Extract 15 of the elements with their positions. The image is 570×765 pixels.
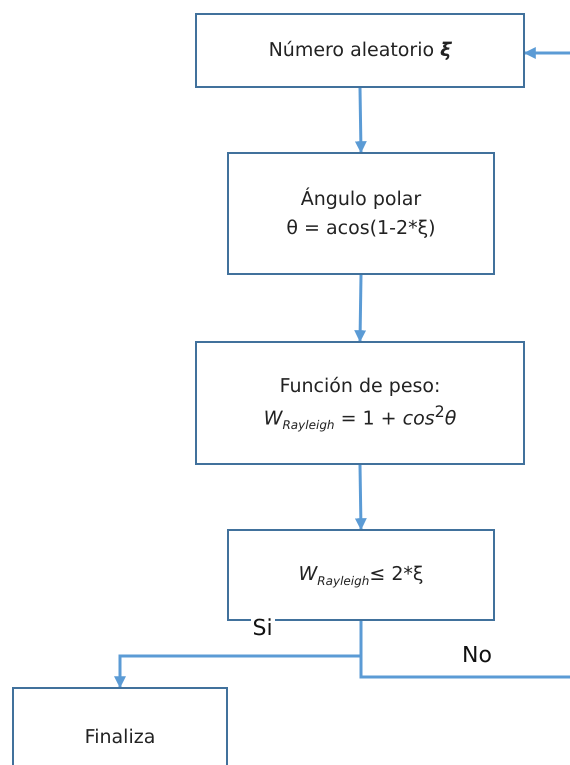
box-text: θ = acos(1-2*ξ) [286, 216, 436, 240]
arrow [354, 274, 366, 342]
box-text: W$_{Rayleigh}$≤ 2*ξ [298, 562, 424, 590]
arrow [354, 88, 367, 154]
box-text: Número aleatorio ξ [268, 38, 452, 64]
process-box [195, 13, 525, 88]
arrow [524, 47, 570, 59]
box-text: W$_{Rayleigh}$ = 1 + cos$^{2}$θ [264, 401, 456, 434]
process-box [12, 687, 228, 765]
process-box [227, 152, 495, 275]
box-text: Función de peso: [280, 374, 440, 399]
box-text: Ángulo polar [300, 186, 422, 212]
process-box [195, 341, 525, 465]
arrow [354, 464, 367, 530]
box-text: Finaliza [84, 724, 156, 750]
